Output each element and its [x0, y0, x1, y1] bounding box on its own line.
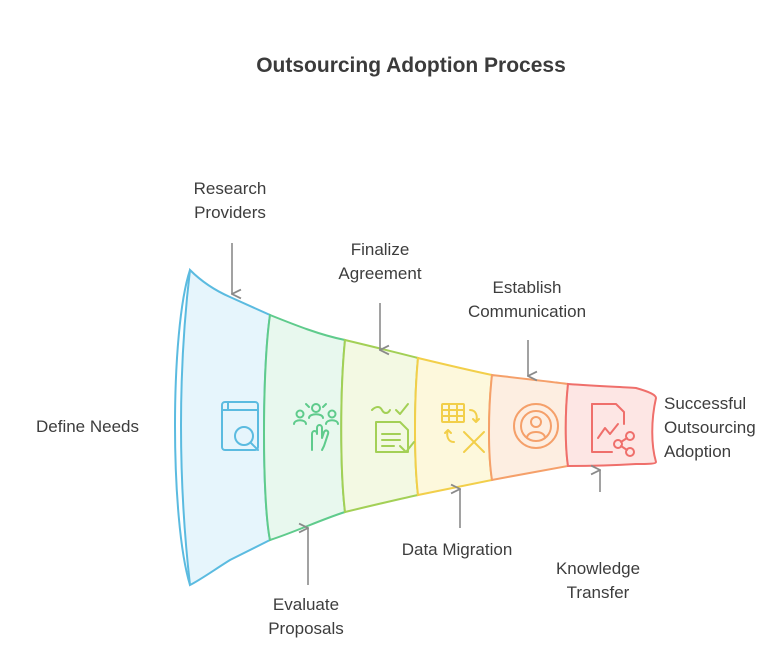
stage-5-body — [488, 373, 570, 482]
document-check-icon — [371, 403, 415, 453]
funnel-mouth — [174, 269, 191, 586]
label-successful-outsourcing-adoption: Successful Outsourcing Adoption — [664, 394, 756, 461]
funnel-stage-6 — [564, 382, 658, 468]
book-search-icon — [221, 401, 259, 451]
label-evaluate-proposals: Evaluate Proposals — [268, 595, 344, 638]
label-knowledge-transfer: Knowledge Transfer — [555, 559, 641, 602]
funnel-stage-1 — [180, 267, 272, 587]
funnel-stage-4 — [414, 356, 494, 497]
funnel-stage-5 — [488, 373, 570, 482]
label-finalize-agreement: Finalize Agreement — [338, 240, 422, 283]
table-transfer-icon — [441, 403, 485, 453]
chart-share-icon — [591, 403, 635, 457]
label-establish-communication: Establish Communication — [467, 278, 587, 321]
funnel-stage-2 — [263, 313, 347, 542]
label-define-needs: Define Needs — [36, 417, 140, 436]
people-hand-icon — [293, 403, 339, 451]
stage-1-body — [180, 267, 272, 587]
funnel-stage-3 — [340, 338, 420, 514]
stage-2-body — [263, 313, 347, 542]
label-data-migration: Data Migration — [401, 540, 513, 559]
broadcast-icon — [513, 403, 559, 449]
stage-4-body — [414, 356, 494, 497]
stage-3-body — [340, 338, 420, 514]
diagram-title: Outsourcing Adoption Process — [256, 54, 566, 77]
label-research-providers: Research Providers — [193, 179, 267, 222]
stage-6-body — [564, 382, 658, 468]
